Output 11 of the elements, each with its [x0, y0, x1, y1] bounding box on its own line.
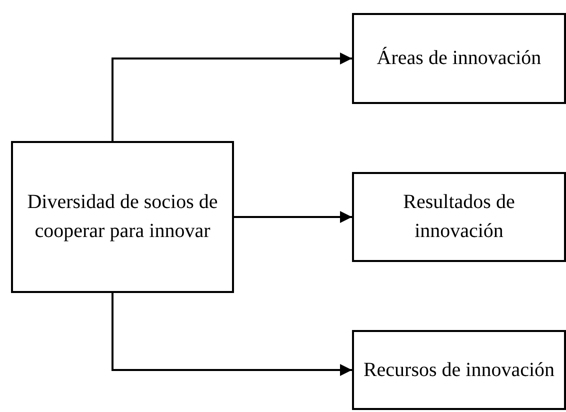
box-label: Áreas de innovación: [376, 46, 542, 71]
process-box: [352, 172, 566, 262]
process-box: [11, 141, 234, 293]
box-label: Recursos de innovación: [362, 358, 556, 382]
box-label: Diversidad de socios de cooperar para innovar: [26, 190, 219, 244]
arrow: [112, 52, 352, 141]
process-box: [352, 330, 566, 410]
process-box: [352, 13, 566, 104]
arrow: [112, 293, 352, 376]
arrow: [234, 211, 352, 223]
box-label: Resultados de innovación: [402, 190, 516, 244]
